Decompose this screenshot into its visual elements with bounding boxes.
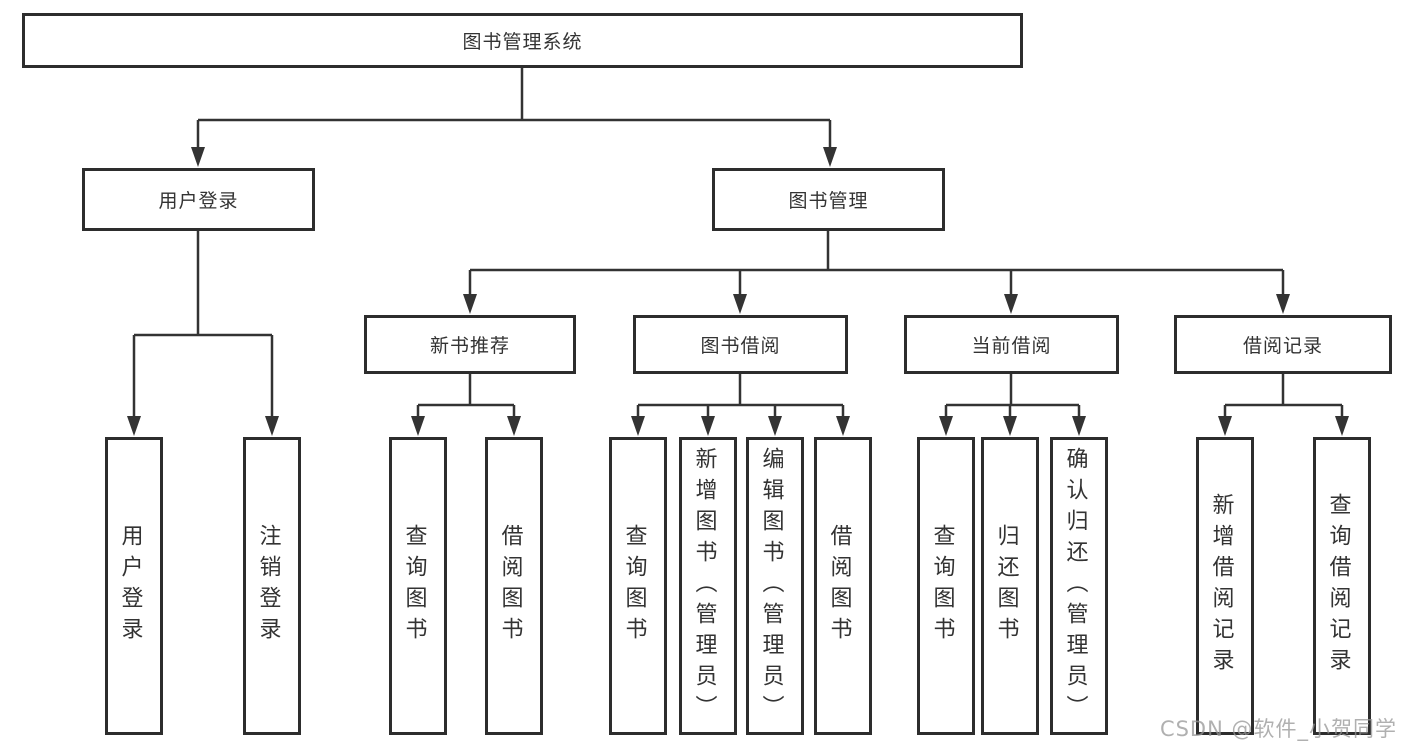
- node-leaf-user-login: 用户登录: [105, 437, 163, 735]
- node-new-book-recommend: 新书推荐: [364, 315, 576, 374]
- node-leaf-logout: 注销登录: [243, 437, 301, 735]
- node-leaf-query-books-current: 查询图书: [917, 437, 975, 735]
- node-leaf-query-books-borrowing: 查询图书: [609, 437, 667, 735]
- node-current-borrowing: 当前借阅: [904, 315, 1119, 374]
- node-label: 新增借阅记录: [1208, 493, 1234, 679]
- node-book-borrowing: 图书借阅: [633, 315, 848, 374]
- node-label: 用户登录: [117, 524, 143, 648]
- node-book-management-system: 图书管理系统: [22, 13, 1023, 68]
- node-leaf-borrow-books-recommend: 借阅图书: [485, 437, 543, 735]
- node-leaf-return-book: 归还图书: [981, 437, 1039, 735]
- node-leaf-query-books-recommend: 查询图书: [389, 437, 447, 735]
- node-label: 用户登录: [158, 190, 239, 212]
- node-label: 图书管理系统: [462, 31, 583, 53]
- node-user-login-branch: 用户登录: [82, 168, 315, 231]
- node-label: 图书借阅: [700, 335, 781, 357]
- node-label: 新书推荐: [429, 335, 510, 357]
- node-borrowing-records: 借阅记录: [1174, 315, 1392, 374]
- node-leaf-edit-book-admin: 编辑图书（管理员）: [746, 437, 804, 735]
- node-label: 借阅图书: [497, 524, 523, 648]
- node-label: 注销登录: [255, 524, 281, 648]
- node-label: 查询图书: [401, 524, 427, 648]
- node-label: 编辑图书（管理员）: [758, 446, 784, 726]
- node-label: 查询图书: [929, 524, 955, 648]
- node-label: 新增图书（管理员）: [691, 446, 717, 726]
- node-label: 归还图书: [993, 524, 1019, 648]
- node-label: 图书管理: [788, 190, 869, 212]
- node-label: 查询借阅记录: [1325, 493, 1351, 679]
- node-label: 确认归还（管理员）: [1062, 446, 1088, 726]
- node-book-management-branch: 图书管理: [712, 168, 945, 231]
- node-label: 借阅图书: [826, 524, 852, 648]
- node-leaf-borrow-books-borrowing: 借阅图书: [814, 437, 872, 735]
- node-label: 查询图书: [621, 524, 647, 648]
- node-leaf-add-borrow-record: 新增借阅记录: [1196, 437, 1254, 735]
- node-label: 借阅记录: [1242, 335, 1323, 357]
- node-leaf-query-borrow-record: 查询借阅记录: [1313, 437, 1371, 735]
- arrow-down-icons: [127, 147, 1349, 436]
- node-label: 当前借阅: [971, 335, 1052, 357]
- node-leaf-confirm-return-admin: 确认归还（管理员）: [1050, 437, 1108, 735]
- node-leaf-add-book-admin: 新增图书（管理员）: [679, 437, 737, 735]
